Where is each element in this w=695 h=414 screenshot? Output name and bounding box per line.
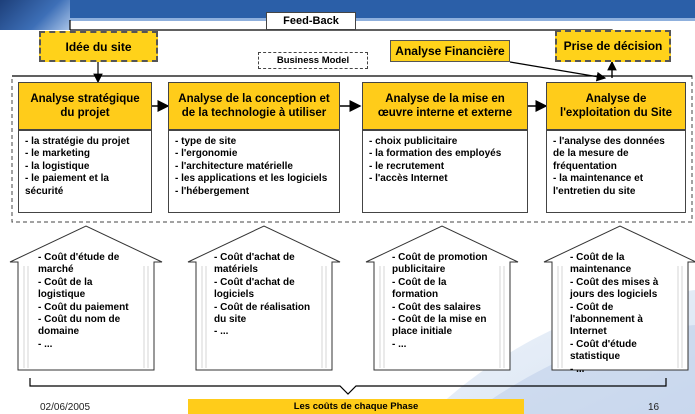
header-bar-stripe (70, 18, 695, 21)
feedback-label: Feed-Back (266, 12, 356, 30)
header-bar (70, 0, 695, 18)
list-item: - Coût de la formation (392, 276, 447, 301)
list-item: - ... (570, 363, 585, 375)
list-item: - la formation des employés (369, 148, 502, 160)
list-item: - Coût de la mise en place initiale (392, 314, 487, 338)
list-item: - l'analyse des données de la mesure de … (553, 136, 665, 172)
list-item: - le recrutement (369, 160, 445, 172)
list-item: - l'architecture matérielle (175, 160, 293, 172)
list-item: - ... (392, 338, 407, 350)
phase-4-items: - l'analyse des données de la mesure de … (546, 130, 686, 213)
list-item: - la maintenance et l'entretien du site (553, 173, 644, 197)
footer-date: 02/06/2005 (40, 402, 91, 413)
phase-3-items: - choix publicitaire - la formation des … (362, 130, 528, 213)
page-number: 16 (648, 402, 660, 413)
list-item: - l'hébergement (175, 185, 250, 197)
phase-1-items: - la stratégie du projet - le marketing … (18, 130, 152, 213)
list-item: - Coût de promotion publicitaire (392, 252, 488, 276)
bottom-brace (29, 378, 667, 395)
list-item: - ... (38, 338, 53, 350)
cost-arrows (9, 225, 695, 371)
list-item: - l'ergonomie (175, 148, 238, 160)
logo-image (0, 0, 70, 30)
list-item: - Coût des mises à jours des logiciels (570, 276, 659, 301)
phase-4-title: Analyse de l'exploitation du Site (546, 82, 686, 130)
decision-box: Prise de décision (555, 30, 671, 62)
list-item: - Coût de réalisation du site (214, 301, 311, 326)
phase-3-costs: - Coût de promotion publicitaire - Coût … (392, 252, 492, 351)
financial-arrow (509, 61, 607, 82)
list-item: - Coût du paiement (38, 301, 129, 313)
list-item: - les applications et les logiciels (175, 173, 328, 185)
list-item: - l'accès Internet (369, 173, 448, 185)
list-item: - Coût d'étude de marché (38, 252, 120, 276)
list-item: - Coût des salaires (392, 301, 481, 313)
list-item: - le marketing (25, 148, 91, 160)
phase-2-items: - type de site - l'ergonomie - l'archite… (168, 130, 340, 213)
financial-analysis-box: Analyse Financière (390, 40, 510, 62)
footer-caption: Les coûts de chaque Phase (188, 399, 524, 414)
list-item: - Coût d'achat de matériels (214, 252, 295, 276)
phase-2-costs: - Coût d'achat de matériels - Coût d'ach… (214, 252, 314, 339)
list-item: - la stratégie du projet (25, 136, 130, 147)
list-item: - la logistique (25, 160, 90, 172)
business-model-label: Business Model (258, 52, 368, 69)
phase-4-costs: - Coût de la maintenance - Coût des mise… (570, 252, 670, 376)
list-item: - Coût d'achat de logiciels (214, 276, 295, 301)
list-item: - Coût du nom de domaine (38, 314, 121, 338)
list-item: - type de site (175, 136, 237, 147)
list-item: - Coût de l'abonnement à Internet (570, 301, 643, 338)
list-item: - le paiement et la sécurité (25, 173, 109, 197)
phase-2-title: Analyse de la conception et de la techno… (168, 82, 340, 130)
idea-box: Idée du site (39, 31, 158, 62)
phase-1-title: Analyse stratégique du projet (18, 82, 152, 130)
list-item: - Coût d'étude statistique (570, 338, 637, 363)
list-item: - Coût de la maintenance (570, 252, 632, 276)
list-item: - ... (214, 326, 229, 338)
phase-3-title: Analyse de la mise en œuvre interne et e… (362, 82, 528, 130)
list-item: - choix publicitaire (369, 136, 458, 147)
phase-1-costs: - Coût d'étude de marché - Coût de la lo… (38, 252, 138, 351)
list-item: - Coût de la logistique (38, 276, 93, 301)
